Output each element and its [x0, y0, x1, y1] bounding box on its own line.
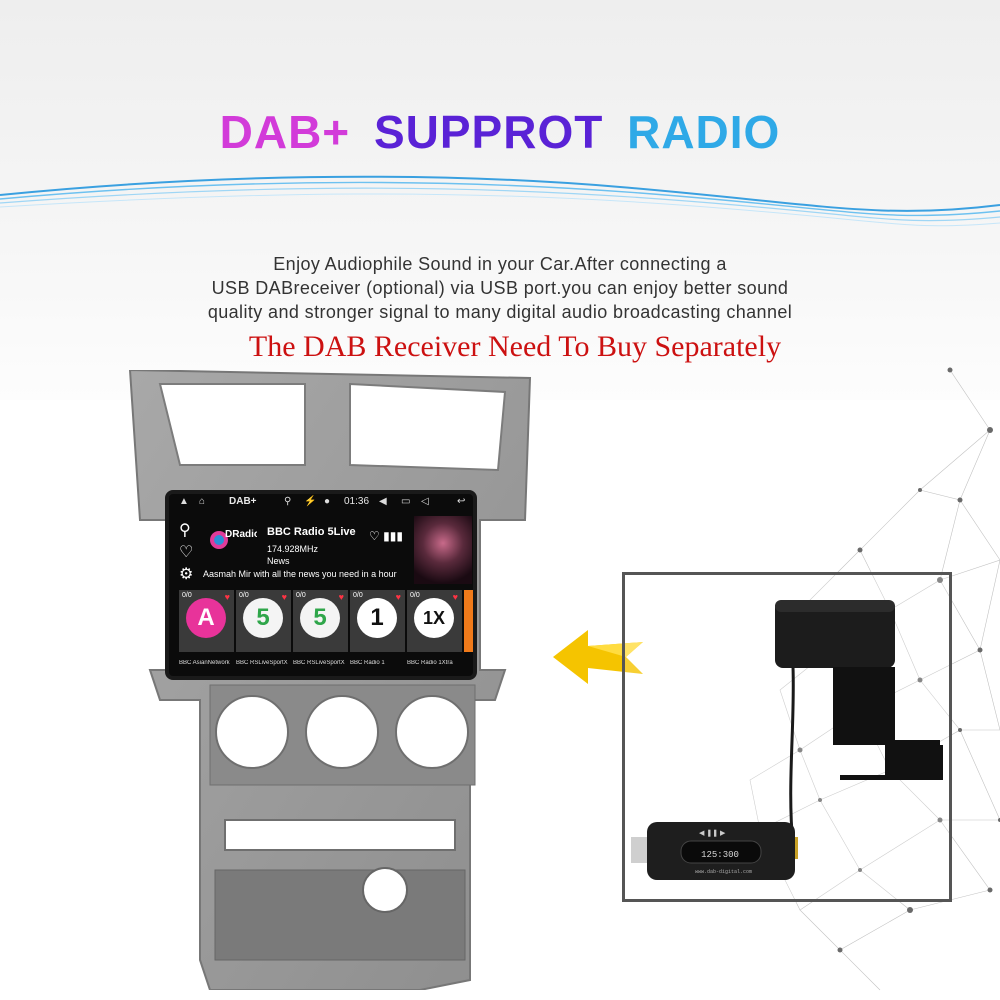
wave-decoration [0, 175, 1000, 227]
station-frequency: 174.928MHz [267, 544, 319, 554]
tile-glyph: 5 [300, 598, 340, 638]
description-line-2: USB DABreceiver (optional) via USB port.… [211, 278, 789, 298]
signal-icon: ▮▮▮ [383, 529, 403, 543]
station-genre: News [267, 556, 290, 566]
search-icon[interactable]: ⚲ [179, 522, 191, 539]
notice-text: The DAB Receiver Need To Buy Separately [248, 330, 782, 363]
heart-icon[interactable]: ♥ [224, 592, 230, 602]
tile-glyph: A [186, 598, 226, 638]
tile-glyph: 1 [357, 598, 397, 638]
tile-number: 0/0 [353, 592, 363, 599]
head-unit-screen: ▲ ⌂ DAB+ ⚲ ⚡ ● 01:36 ◀ ▭ ◁ ↩ ⚲ ♡ ⚙ ≡ DRa… [165, 490, 477, 680]
headline-part-1: DAB+ [219, 106, 351, 158]
heart-icon[interactable]: ♡ [179, 544, 194, 561]
station-labels: BBC AsianNetwork BBC RSLiveSportX BBC RS… [179, 660, 462, 666]
station-name: BBC Radio 5Live [267, 526, 356, 538]
menu-icon[interactable]: ▲ [179, 496, 189, 507]
headline-part-3: RADIO [627, 106, 781, 158]
usb-icon: ⚡ [304, 496, 317, 507]
usb-buttons-icon: ◀ ❚❚ ▶ [699, 829, 726, 837]
favorite-icon[interactable]: ♡ [369, 529, 380, 543]
tile-label: BBC RSLiveSportX [236, 660, 288, 666]
description-line-3: quality and stronger signal to many digi… [207, 302, 793, 322]
usb-dab-receiver-image: 125:300 www.dab-digital.com ◀ ❚❚ ▶ [631, 600, 943, 880]
description: Enjoy Audiophile Sound in your Car.After… [150, 252, 850, 324]
heart-icon[interactable]: ♥ [452, 592, 458, 602]
description-line-1: Enjoy Audiophile Sound in your Car.After… [273, 254, 727, 274]
usb-display-text: 125:300 [701, 850, 739, 860]
equalizer-icon[interactable]: ⚙ [179, 566, 194, 583]
arrow-left-icon [553, 630, 643, 684]
location-icon: ● [324, 496, 331, 507]
station-tile[interactable]: 0/0 ♥ 5 [293, 590, 348, 652]
station-tile[interactable]: 0/0 ♥ 1 [350, 590, 405, 652]
dashboard-frame [128, 370, 532, 990]
station-tiles: 0/0 ♥ A 0/0 ♥ 5 0/0 ♥ 5 0/0 ♥ 1 0/0 ♥ 1X [179, 590, 473, 652]
headline-part-2: SUPPROT [373, 106, 604, 158]
home-icon[interactable]: ⌂ [199, 496, 206, 507]
heart-icon[interactable]: ♥ [395, 592, 401, 602]
station-info: BBC Radio 5Live 174.928MHz News [267, 526, 356, 566]
station-tile[interactable]: 0/0 ♥ A [179, 590, 234, 652]
tile-label: BBC AsianNetwork [179, 660, 230, 666]
volume-icon[interactable]: ◁ [421, 496, 429, 507]
station-tile[interactable]: 0/0 ♥ 5 [236, 590, 291, 652]
station-tile-partial[interactable] [464, 590, 473, 652]
tile-number: 0/0 [410, 592, 420, 599]
headline: DAB+ SUPPROT RADIO [0, 105, 1000, 159]
tile-label: BBC RSLiveSportX [293, 660, 345, 666]
window-icon[interactable]: ▭ [401, 496, 411, 507]
tile-number: 0/0 [239, 592, 249, 599]
tile-glyph: 5 [243, 598, 283, 638]
clock: 01:36 [344, 496, 370, 507]
background-top [0, 0, 1000, 400]
heart-icon[interactable]: ♥ [281, 592, 287, 602]
heart-icon[interactable]: ♥ [338, 592, 344, 602]
tile-label: BBC Radio 1 [350, 660, 385, 666]
tile-label: BBC Radio 1Xtra [407, 660, 453, 666]
return-icon[interactable]: ↩ [457, 496, 466, 507]
logo-text: DRadio [225, 529, 257, 540]
back-icon[interactable]: ◀ [379, 496, 387, 507]
station-controls: ♡ ▮▮▮ [369, 529, 403, 543]
usb-side-text: www.dab-digital.com [695, 869, 752, 875]
tile-number: 0/0 [182, 592, 192, 599]
album-art [414, 516, 472, 584]
app-name: DAB+ [229, 496, 257, 507]
station-tile[interactable]: 0/0 ♥ 1X [407, 590, 462, 652]
dab-radio-logo: DRadio [210, 529, 257, 549]
bluetooth-icon: ⚲ [284, 496, 292, 507]
status-bar: ▲ ⌂ DAB+ ⚲ ⚡ ● 01:36 ◀ ▭ ◁ ↩ [169, 494, 473, 512]
tile-glyph: 1X [414, 598, 454, 638]
tile-number: 0/0 [296, 592, 306, 599]
dls-ticker: Aasmah Mir with all the news you need in… [203, 569, 397, 579]
